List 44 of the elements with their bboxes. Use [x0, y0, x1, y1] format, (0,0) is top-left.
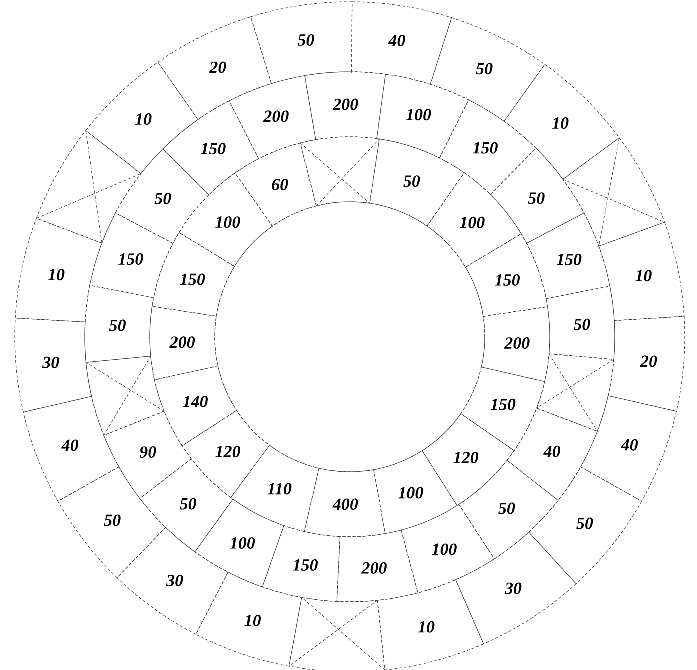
board-cell: 140 [154, 366, 238, 446]
board-cell: 90 [104, 411, 192, 499]
board-cell: 50 [528, 466, 642, 584]
board-cell: 150 [460, 366, 546, 452]
board-cell: 10 [86, 62, 198, 174]
board-cell: 100 [401, 504, 495, 594]
board-cell: 150 [465, 234, 548, 317]
board-cell: 400 [304, 468, 386, 538]
board-cell: 10 [598, 222, 685, 322]
board-cell: 40 [580, 396, 677, 502]
board-cell: 150 [90, 212, 174, 298]
board-cell: 40 [352, 2, 452, 85]
center-circle [214, 202, 486, 472]
board-cell: 10 [504, 64, 620, 180]
board-cell: 50 [58, 466, 166, 578]
board-cell: 10 [377, 580, 484, 670]
crossed-cell [536, 354, 614, 432]
board-cell: 100 [376, 74, 470, 159]
board-cell: 50 [546, 286, 616, 360]
board-cell: 150 [526, 212, 610, 300]
board-cell: 100 [426, 172, 522, 268]
board-cell: 30 [456, 532, 577, 644]
crossed-cell [86, 356, 165, 436]
board-cell: 10 [15, 218, 102, 322]
board-cell: 200 [228, 76, 316, 160]
board-cell: 30 [14, 318, 92, 413]
crossed-cell [36, 130, 142, 244]
board-cell: 20 [608, 316, 686, 412]
board-cell: 50 [430, 18, 546, 122]
board-cell: 100 [179, 172, 273, 267]
board-cell: 10 [196, 572, 302, 667]
board-cell: 50 [250, 2, 353, 84]
board-cell: 40 [23, 396, 120, 502]
board-cell: 50 [84, 285, 154, 363]
crossed-cell [288, 597, 386, 670]
board-cell: 200 [481, 306, 550, 382]
board-cell: 150 [152, 232, 236, 317]
crossed-cell [562, 138, 666, 247]
board-cell: 150 [262, 526, 341, 602]
board-cell: 200 [304, 72, 386, 140]
board-cell: 30 [116, 527, 229, 635]
crossed-cell [300, 136, 380, 206]
board-cell: 200 [336, 530, 418, 602]
board-cell: 200 [150, 306, 218, 380]
